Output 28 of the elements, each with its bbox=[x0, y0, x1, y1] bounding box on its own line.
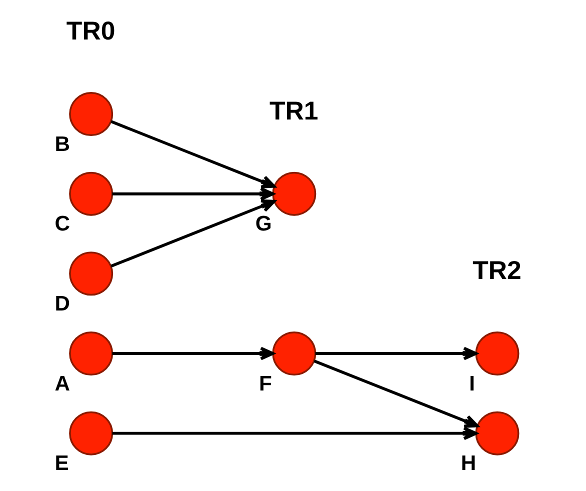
node-label: I bbox=[469, 372, 475, 396]
label: TR0 bbox=[66, 18, 116, 46]
node-circle bbox=[69, 332, 114, 376]
node-circle bbox=[69, 411, 114, 456]
arrow bbox=[112, 187, 274, 201]
node-label: H bbox=[460, 452, 476, 476]
node-label: G bbox=[255, 212, 272, 236]
node-label: D bbox=[54, 292, 70, 316]
node-label: E bbox=[54, 452, 69, 476]
node-circle bbox=[69, 252, 114, 296]
node-circle bbox=[69, 172, 114, 216]
node-label: C bbox=[54, 212, 70, 236]
arrow bbox=[110, 199, 276, 268]
arrow bbox=[314, 360, 479, 428]
node-label: F bbox=[258, 372, 272, 396]
node-circle bbox=[475, 411, 520, 456]
node-circle bbox=[475, 332, 520, 376]
arrow bbox=[110, 120, 276, 188]
arrow bbox=[112, 346, 274, 360]
node-circle bbox=[272, 332, 316, 376]
node-circle bbox=[69, 92, 114, 136]
arrow bbox=[315, 346, 478, 360]
node-label: B bbox=[54, 132, 70, 156]
label: TR2 bbox=[472, 257, 522, 286]
label: TR1 bbox=[270, 97, 318, 126]
node-label: A bbox=[54, 372, 70, 396]
arrow bbox=[112, 426, 478, 440]
node-circle bbox=[272, 172, 316, 216]
